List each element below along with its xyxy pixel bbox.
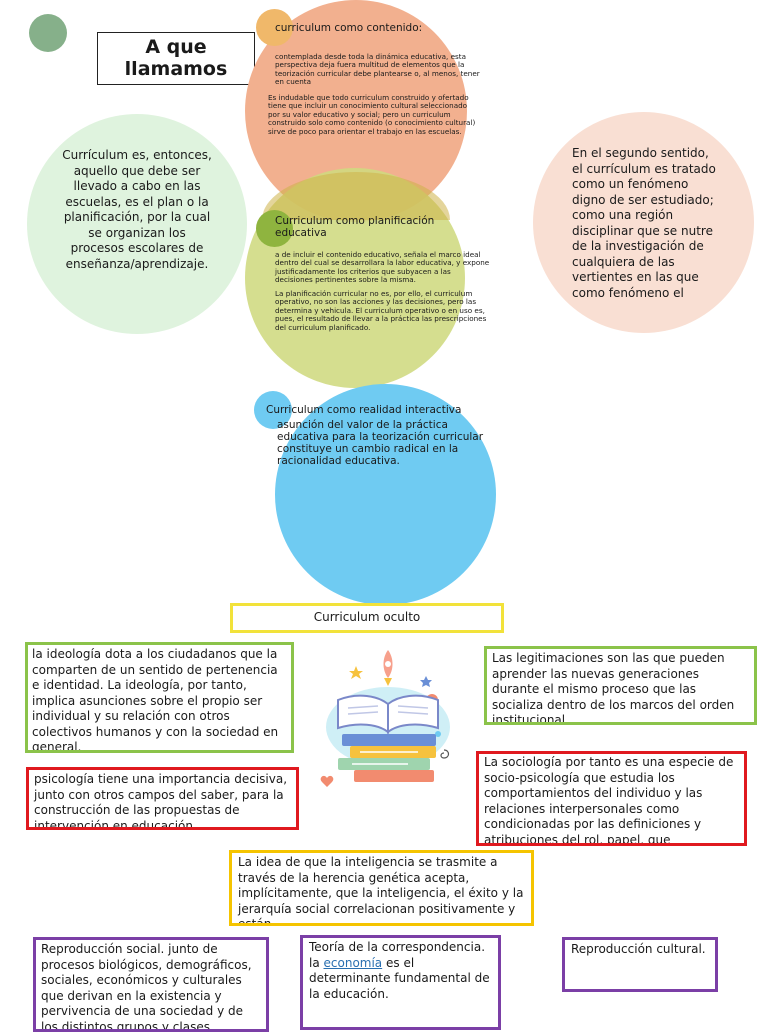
curriculum-definition-text: Currículum es, entonces, aquello que deb…	[62, 148, 212, 271]
curriculum-definition-circle	[27, 114, 247, 334]
correspondence-line-2: es el determinante fundamental de la edu…	[309, 955, 490, 1001]
sociology-box: La sociología por tanto es una especie d…	[476, 751, 747, 846]
interactive-accent-dot	[254, 391, 292, 429]
books-illustration	[320, 650, 450, 787]
second-sense-circle	[533, 112, 754, 333]
intelligence-box: La idea de que la inteligencia se trasmi…	[229, 850, 534, 926]
social-reproduction-text: Reproducción social. junto de procesos b…	[41, 942, 252, 1032]
second-sense-text: En el segundo sentido, el currículum es …	[572, 146, 716, 300]
planning-accent-dot	[256, 210, 293, 247]
economy-link[interactable]: economía	[323, 955, 383, 970]
planning-heading: Curriculum como planificación educativa	[275, 215, 435, 239]
legitimations-box: Las legitimaciones son las que pueden ap…	[484, 646, 757, 725]
interactive-heading: Curriculum como realidad interactiva	[266, 404, 462, 416]
interactive-bubble	[275, 384, 496, 605]
open-book-icon	[337, 694, 439, 735]
cultural-reproduction-box: Reproducción cultural.	[562, 937, 718, 992]
heart-icon	[320, 775, 334, 787]
correspondence-box: Teoría de la correspondencia. la economí…	[300, 935, 501, 1030]
spiral-icon	[440, 749, 450, 759]
page-title: A que llamamos	[97, 32, 255, 85]
legitimations-text: Las legitimaciones son las que pueden ap…	[492, 651, 735, 725]
intelligence-text: La idea de que la inteligencia se trasmi…	[238, 855, 524, 926]
hidden-curriculum-title: Curriculum oculto	[230, 603, 504, 633]
hidden-curriculum-label: Curriculum oculto	[313, 610, 421, 624]
ideology-box: la ideología dota a los ciudadanos que l…	[25, 642, 294, 753]
rocket-icon	[383, 650, 393, 686]
star-icon	[349, 666, 363, 679]
content-paragraph-2: Es indudable que todo curriculum constru…	[268, 93, 476, 136]
psychology-box: psicología tiene una importancia decisiv…	[26, 767, 299, 830]
psychology-text: psicología tiene una importancia decisiv…	[34, 772, 288, 830]
planning-paragraph-2: La planificación curricular no es, por e…	[275, 289, 487, 332]
content-heading: curriculum como contenido:	[275, 22, 423, 34]
social-reproduction-box: Reproducción social. junto de procesos b…	[33, 937, 269, 1032]
interactive-text: asunción del valor de la práctica educat…	[277, 419, 484, 467]
correspondence-line-1: Teoría de la correspondencia. la	[309, 940, 486, 970]
ideology-text: la ideología dota a los ciudadanos que l…	[32, 647, 279, 753]
green-dot-decoration	[29, 14, 67, 52]
book-stack-icon	[338, 734, 436, 782]
cultural-reproduction-text: Reproducción cultural.	[571, 942, 706, 956]
planning-paragraph-1: a de incluir el contenido educativo, señ…	[275, 250, 490, 285]
star-icon	[420, 676, 432, 687]
sociology-text: La sociología por tanto es una especie d…	[484, 755, 734, 846]
content-paragraph-1: contemplada desde toda la dinámica educa…	[275, 52, 480, 87]
content-accent-dot	[256, 9, 293, 46]
